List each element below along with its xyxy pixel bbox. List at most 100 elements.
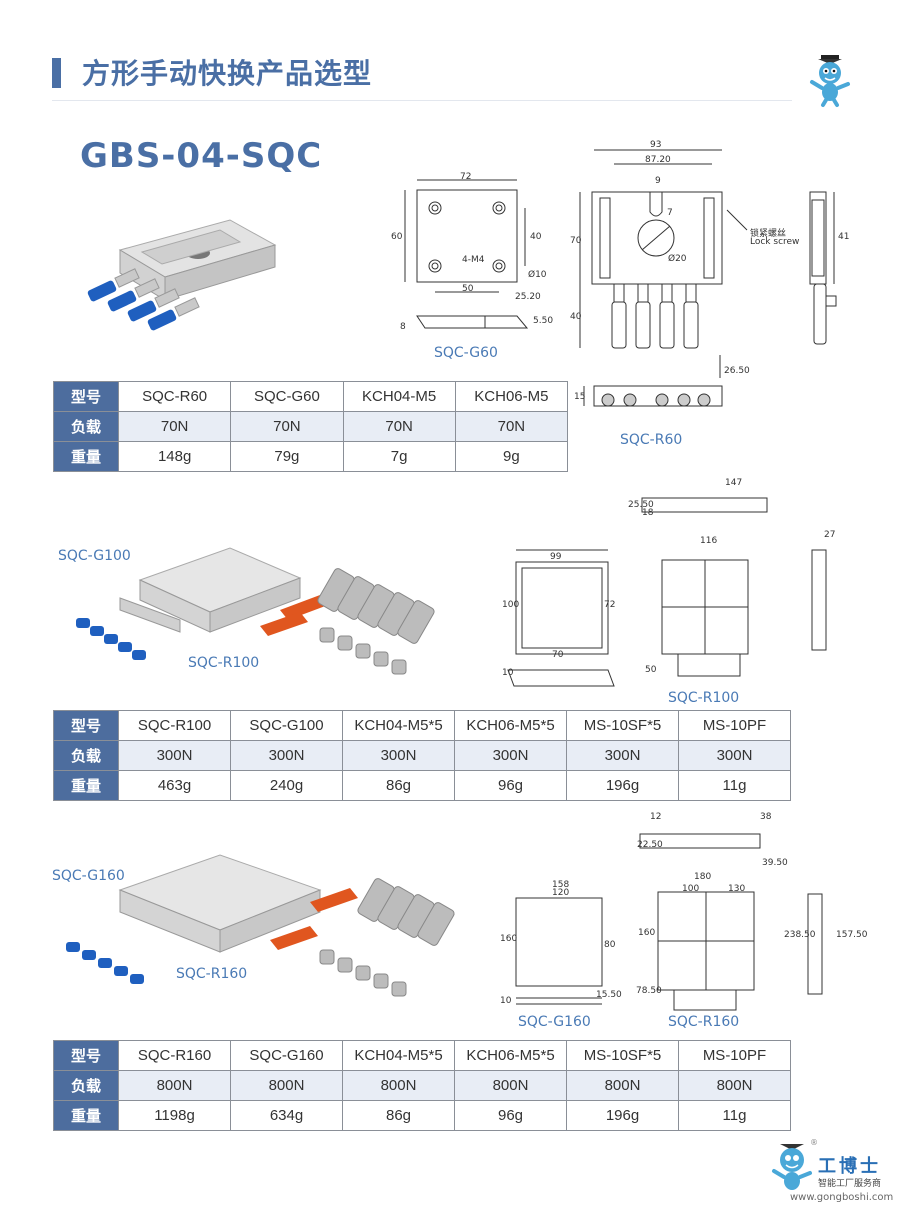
dim-180: 180 — [694, 872, 712, 882]
dim-12: 12 — [650, 812, 662, 822]
product-photo-sqc-160 — [66, 854, 455, 997]
dim-9: 9 — [655, 176, 661, 186]
dim-147: 147 — [725, 478, 743, 488]
brand-tagline: 智能工厂服务商 — [818, 1179, 882, 1189]
label-photo-sqc-g100: SQC-G100 — [58, 548, 131, 564]
table-cell: 11g — [678, 770, 791, 801]
table-cell: 300N — [342, 740, 455, 771]
dim-25-50: 25.50 — [628, 500, 654, 510]
table-cell: 634g — [230, 1100, 343, 1131]
label-sqc-r60: SQC-R60 — [620, 432, 683, 448]
drawing-sqc-g60 — [404, 179, 529, 329]
dim-40: 40 — [530, 232, 542, 242]
dim-10-b: 10 — [502, 668, 514, 678]
lock-screw-en: Lock screw — [750, 237, 800, 247]
mascot-icon — [772, 1144, 812, 1190]
table-row: 重量 1198g 634g 86g 96g 196g 11g — [53, 1100, 791, 1131]
dim-22-50: 22.50 — [637, 840, 663, 850]
table-cell: 463g — [118, 770, 231, 801]
table-cell: 70N — [342, 411, 456, 442]
dim-72-b: 72 — [604, 600, 616, 610]
table-cell: 800N — [230, 1070, 343, 1101]
dim-40b: 40 — [570, 312, 582, 322]
dim-93: 93 — [650, 140, 662, 150]
table-cell: 800N — [118, 1070, 231, 1101]
dim-157-50: 157.50 — [836, 930, 868, 940]
table-header-weight: 重量 — [53, 770, 119, 801]
table-cell: 300N — [230, 740, 343, 771]
dim-116: 116 — [700, 536, 718, 546]
dim-80: 80 — [604, 940, 616, 950]
dim-18: 18 — [642, 508, 654, 518]
table-cell: 800N — [566, 1070, 679, 1101]
drawing-sqc-100 — [507, 497, 827, 687]
table-cell: SQC-G60 — [230, 381, 344, 412]
table-cell: 86g — [342, 1100, 455, 1131]
brand-url: www.gongboshi.com — [790, 1192, 894, 1203]
table-cell: 148g — [117, 441, 232, 472]
dim-100: 100 — [502, 600, 520, 610]
table-cell: SQC-R160 — [118, 1040, 231, 1071]
table-cell: MS-10SF*5 — [566, 710, 679, 741]
dim-d10: Ø10 — [528, 270, 547, 280]
table-cell: 79g — [230, 441, 344, 472]
table-cell: 70N — [117, 411, 232, 442]
dim-10-c: 10 — [500, 996, 512, 1006]
dim-8: 8 — [400, 322, 406, 332]
dim-72: 72 — [460, 172, 472, 182]
label-sqc-r100: SQC-R100 — [668, 690, 740, 706]
dim-160-b: 160 — [638, 928, 656, 938]
dim-100-c: 100 — [682, 884, 700, 894]
product-photo-sqc-60 — [87, 219, 277, 331]
page-title: 方形手动快换产品选型 — [82, 57, 373, 90]
table-cell: KCH06-M5*5 — [454, 1040, 567, 1071]
dim-78-50: 78.50 — [636, 986, 662, 996]
table-cell: SQC-G100 — [230, 710, 343, 741]
title-accent-bar — [52, 58, 61, 88]
table-cell: 9g — [454, 441, 569, 472]
table-cell: 196g — [566, 1100, 679, 1131]
dim-4-m4: 4-M4 — [462, 255, 485, 265]
table-cell: KCH04-M5*5 — [342, 710, 455, 741]
table-cell: MS-10SF*5 — [566, 1040, 679, 1071]
dim-27: 27 — [824, 530, 836, 540]
table-cell: 800N — [454, 1070, 567, 1101]
label-sqc-g60: SQC-G60 — [434, 345, 498, 361]
label-photo-sqc-r100: SQC-R100 — [188, 655, 260, 671]
table-row: 型号 SQC-R160 SQC-G160 KCH04-M5*5 KCH06-M5… — [53, 1040, 791, 1071]
dim-160-a: 160 — [500, 934, 518, 944]
dim-158: 158 — [552, 880, 570, 890]
table-header-weight: 重量 — [53, 1100, 119, 1131]
table-cell: 96g — [454, 770, 567, 801]
table-cell: 300N — [118, 740, 231, 771]
table-cell: MS-10PF — [678, 1040, 791, 1071]
title-divider — [52, 100, 792, 101]
table-cell: KCH04-M5*5 — [342, 1040, 455, 1071]
dim-70-b: 70 — [552, 650, 564, 660]
dim-26-50: 26.50 — [724, 366, 750, 376]
registered-mark: ® — [810, 1138, 818, 1147]
table-header-load: 负载 — [53, 411, 119, 442]
table-cell: 196g — [566, 770, 679, 801]
table-cell: 70N — [454, 411, 569, 442]
table-row: 重量 148g 79g 7g 9g — [53, 441, 569, 472]
dim-38: 38 — [760, 812, 772, 822]
spec-table-160: 型号 SQC-R160 SQC-G160 KCH04-M5*5 KCH06-M5… — [53, 1040, 791, 1131]
dim-99: 99 — [550, 552, 562, 562]
dim-120: 120 — [552, 888, 570, 898]
spec-table-100: 型号 SQC-R100 SQC-G100 KCH04-M5*5 KCH06-M5… — [53, 710, 791, 801]
brand-name: 工博士 — [818, 1156, 881, 1177]
table-cell: 300N — [454, 740, 567, 771]
table-cell: 7g — [342, 441, 456, 472]
lock-screw-cn: 锁紧螺丝 — [750, 229, 787, 239]
table-row: 重量 463g 240g 86g 96g 196g 11g — [53, 770, 791, 801]
dim-5-50: 5.50 — [533, 316, 554, 326]
dim-238-50: 238.50 — [784, 930, 816, 940]
table-cell: SQC-R100 — [118, 710, 231, 741]
table-header-weight: 重量 — [53, 441, 119, 472]
mascot-icon — [810, 55, 850, 107]
dim-15-50: 15.50 — [596, 990, 622, 1000]
table-cell: 300N — [678, 740, 791, 771]
table-cell: 70N — [230, 411, 344, 442]
table-cell: 1198g — [118, 1100, 231, 1131]
